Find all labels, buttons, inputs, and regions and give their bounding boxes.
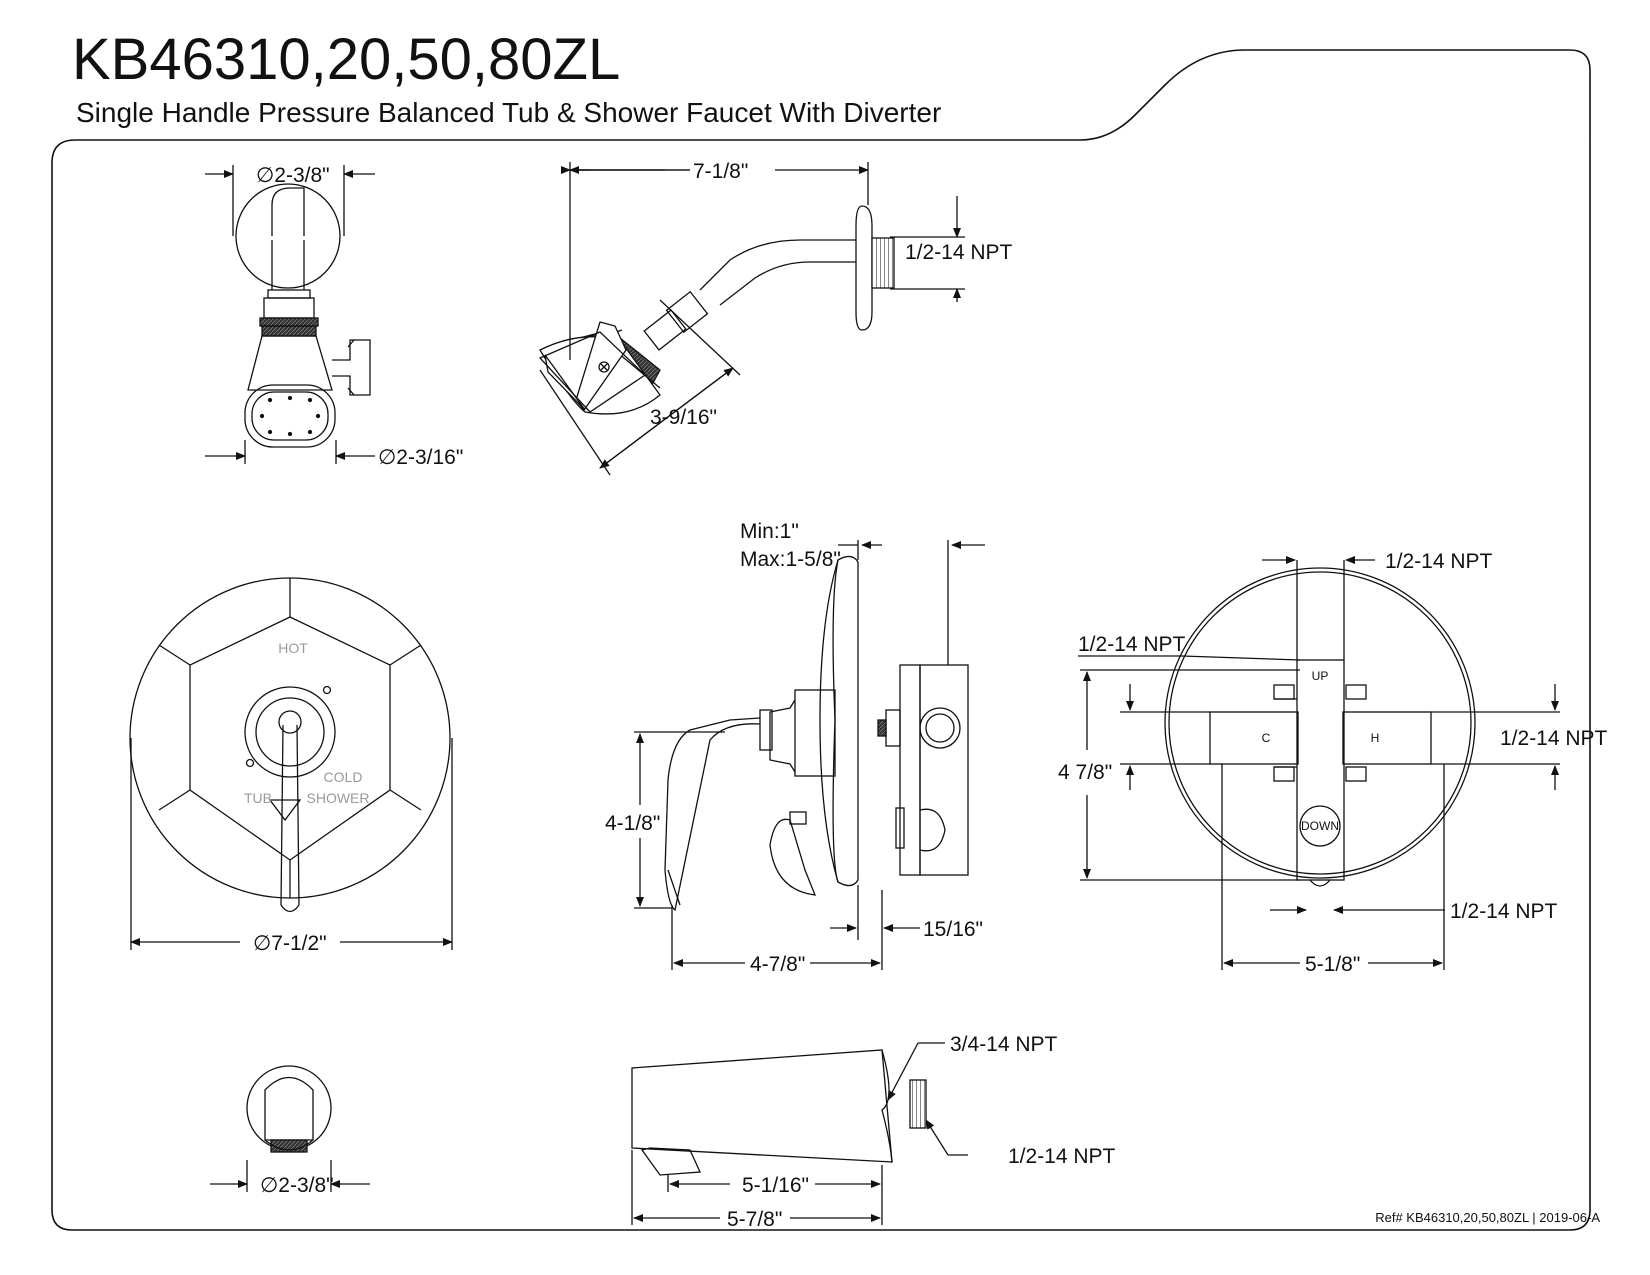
- trim-side-view: [664, 555, 969, 912]
- model-number-title: KB46310,20,50,80ZL: [72, 27, 621, 92]
- dim-trim-depth: 15/16": [923, 918, 983, 941]
- shower-arm-side-view: [538, 205, 895, 415]
- dim-lever-height: 4-1/8": [605, 812, 660, 835]
- dim-valve-height: 4 7/8": [1058, 761, 1112, 784]
- label-up: UP: [1312, 669, 1329, 683]
- tub-spout-front-view: [246, 1065, 332, 1153]
- dim-spout-length: 5-7/8": [727, 1208, 782, 1231]
- dim-valve-left-port: 1/2-14 NPT: [1078, 633, 1186, 656]
- reference-number: Ref# KB46310,20,50,80ZL | 2019-06-A: [1375, 1210, 1600, 1225]
- label-down: DOWN: [1301, 819, 1339, 833]
- dim-showerhead-face: ∅2-3/16": [378, 446, 463, 469]
- valve-front-view: [1164, 560, 1476, 887]
- dim-arm-thread: 1/2-14 NPT: [905, 241, 1013, 264]
- dim-spout-adapter: 1/2-14 NPT: [1008, 1145, 1116, 1168]
- dim-spout-inlet: 3/4-14 NPT: [950, 1033, 1058, 1056]
- dim-valve-width: 5-1/8": [1305, 953, 1360, 976]
- dim-lever-projection: 4-7/8": [750, 953, 805, 976]
- dim-valve-right-port: 1/2-14 NPT: [1500, 727, 1608, 750]
- tub-spout-side-view: [631, 1049, 927, 1176]
- dim-showerhead-length: 3-9/16": [650, 406, 717, 429]
- trim-front-view: [129, 577, 451, 913]
- dim-spout-flange: ∅2-3/8": [260, 1174, 334, 1197]
- label-cold: COLD: [324, 769, 363, 785]
- dim-showerhead-flange: ∅2-3/8": [256, 164, 330, 187]
- label-hot: HOT: [278, 640, 308, 656]
- label-cold-port: C: [1262, 731, 1271, 745]
- dim-valve-top-port: 1/2-14 NPT: [1385, 550, 1493, 573]
- label-tub: TUB: [244, 790, 272, 806]
- showerhead-front-view: [235, 183, 371, 448]
- label-hot-port: H: [1371, 731, 1380, 745]
- dim-arm-reach: 7-1/8": [693, 160, 748, 183]
- sheet-border: [51, 49, 1591, 1231]
- dim-spout-reach: 5-1/16": [742, 1174, 809, 1197]
- dim-wall-max: Max:1-5/8": [740, 548, 841, 571]
- dim-escutcheon: ∅7-1/2": [253, 932, 327, 955]
- product-description: Single Handle Pressure Balanced Tub & Sh…: [76, 97, 942, 128]
- dim-valve-bottom-port: 1/2-14 NPT: [1450, 900, 1558, 923]
- label-shower: SHOWER: [307, 790, 370, 806]
- dim-wall-min: Min:1": [740, 520, 799, 543]
